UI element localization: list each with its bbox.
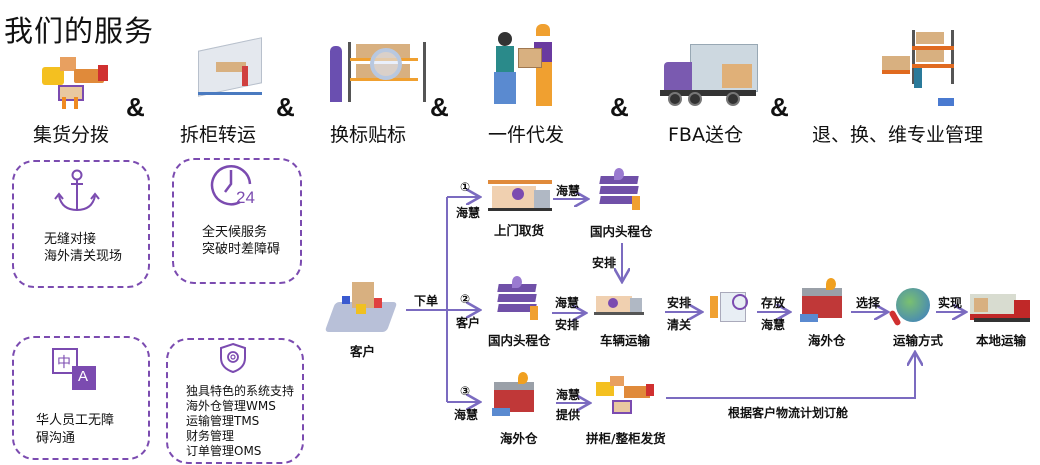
translate-icon-latin: A: [78, 368, 89, 385]
ampersand-separator: &: [610, 92, 629, 122]
feature-card-language: 中 A 华人员工无障 碍沟通: [12, 336, 150, 460]
clock-24-text: 24: [236, 188, 255, 207]
node-pickup: 上门取货: [494, 223, 545, 238]
label-realize: 实现: [938, 296, 963, 310]
globe-transport-icon: [888, 286, 934, 328]
feature-text-line: 运输管理TMS: [186, 414, 260, 428]
label-storage: 存放: [761, 296, 786, 310]
consolidate-shipping-icon: [596, 374, 656, 420]
domestic-warehouse-icon: [494, 276, 542, 322]
package-handover-icon: [494, 22, 560, 110]
ampersand-separator: &: [770, 92, 789, 122]
node-domestic-warehouse: 国内头程仓: [590, 224, 653, 239]
pickup-truck-icon: [488, 180, 552, 212]
label-clearance: 清关: [667, 318, 692, 332]
forklift-delivery-icon: [40, 55, 110, 110]
label-haihui: 海慧: [555, 296, 580, 310]
feature-text-line: 碍沟通: [36, 431, 76, 446]
label-booking: 根据客户物流计划订舱: [728, 406, 849, 420]
local-truck-icon: [970, 294, 1032, 324]
delivery-truck-icon: [660, 42, 760, 108]
node-domestic-warehouse: 国内头程仓: [488, 333, 551, 348]
node-vehicle-transport: 车辆运输: [600, 333, 651, 348]
feature-card-clearance: 无缝对接 海外清关现场: [12, 160, 150, 288]
connector-booking: [666, 352, 915, 399]
label-choose: 选择: [856, 296, 881, 310]
domestic-warehouse-icon: [596, 168, 644, 212]
label-route1-haihui: 海慧: [556, 184, 581, 198]
customs-clearance-icon: [708, 288, 750, 324]
shield-gear-icon: [220, 342, 246, 374]
feature-text-line: 华人员工无障: [36, 413, 115, 428]
node-overseas-warehouse: 海外仓: [808, 333, 846, 348]
label-provide: 提供: [556, 408, 581, 422]
node-customer: 客户: [350, 344, 376, 359]
clock-24-icon: [210, 165, 252, 206]
route3-number: ③: [460, 384, 471, 398]
node-local-transport: 本地运输: [976, 333, 1027, 348]
ampersand-separator: &: [126, 92, 145, 122]
service-label-relabeling: 换标贴标: [330, 124, 407, 146]
label-haihui: 海慧: [556, 388, 581, 402]
feature-text-line: 无缝对接: [44, 232, 97, 247]
label-arrange: 安排: [592, 256, 617, 270]
feature-text-line: 海外仓管理WMS: [186, 399, 276, 413]
customer-phone-icon: [324, 282, 398, 338]
translate-icon: 中 A: [52, 348, 98, 390]
feature-card-24h: 24 全天候服务 突破时差障碍: [172, 158, 302, 284]
route2-provider: 客户: [456, 316, 481, 330]
service-label-consolidation: 集货分拨: [33, 124, 110, 146]
node-overseas-warehouse: 海外仓: [500, 431, 538, 446]
feature-text-line: 海外清关现场: [44, 249, 123, 264]
overseas-warehouse-icon: [492, 372, 540, 418]
node-consolidate-shipping: 拼柜/整柜发货: [586, 431, 666, 446]
route3-provider: 海慧: [454, 408, 479, 422]
shelf-inspection-icon: [328, 38, 426, 104]
overseas-warehouse-icon: [800, 278, 848, 324]
route1-provider: 海慧: [456, 206, 481, 220]
feature-text-line: 独具特色的系统支持: [186, 384, 295, 398]
service-label-fba-delivery: FBA送仓: [668, 124, 743, 146]
container-unloading-icon: [198, 36, 266, 104]
node-transport-mode: 运输方式: [893, 333, 944, 348]
service-label-returns: 退、换、维专业管理: [812, 124, 984, 146]
ampersand-separator: &: [276, 92, 295, 122]
anchor-icon: [54, 169, 100, 212]
route2-number: ②: [460, 292, 471, 306]
service-label-transload: 拆柜转运: [180, 124, 257, 146]
feature-text-line: 财务管理: [186, 429, 235, 443]
feature-text-line: 全天候服务: [202, 225, 268, 240]
feature-card-systems: 独具特色的系统支持 海外仓管理WMS 运输管理TMS 财务管理 订单管理OMS: [166, 338, 304, 464]
page-title: 我们的服务: [4, 14, 155, 48]
route1-number: ①: [460, 180, 471, 194]
label-haihui: 海慧: [761, 318, 786, 332]
service-label-dropshipping: 一件代发: [488, 124, 565, 146]
translate-icon-chinese: 中: [57, 355, 71, 371]
label-order: 下单: [414, 294, 439, 308]
feature-text-line: 订单管理OMS: [186, 444, 262, 458]
label-arrange: 安排: [555, 318, 580, 332]
label-arrange: 安排: [667, 296, 692, 310]
feature-text-line: 突破时差障碍: [202, 242, 281, 257]
ampersand-separator: &: [430, 92, 449, 122]
warehouse-shelf-icon: [880, 26, 962, 112]
vehicle-transport-icon: [594, 290, 644, 320]
